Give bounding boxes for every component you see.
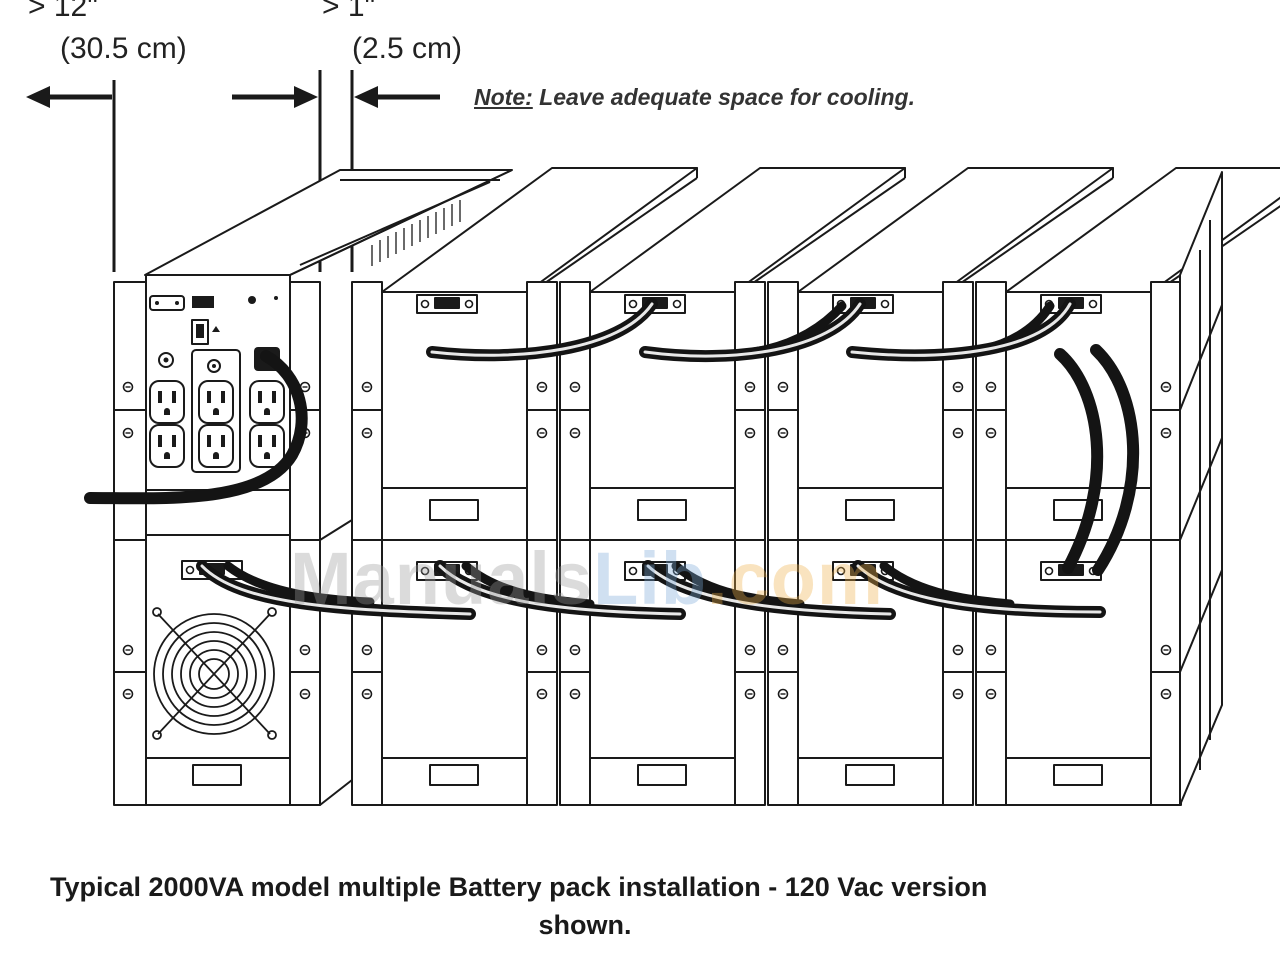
screw-icon [569, 688, 581, 700]
cable [223, 561, 375, 607]
outlet-icon [249, 424, 285, 468]
fan-grille-icon [152, 607, 277, 740]
arrow-left-icon [26, 86, 50, 108]
screw-icon [569, 381, 581, 393]
left-clearance-cm: (30.5 cm) [60, 32, 187, 65]
screw-icon [361, 427, 373, 439]
screw-icon [536, 381, 548, 393]
screw-icon [569, 644, 581, 656]
screw-icon [985, 427, 997, 439]
screw-icon [952, 381, 964, 393]
switch-icon [191, 319, 220, 345]
screw-icon [299, 644, 311, 656]
screw-icon [985, 688, 997, 700]
outlet-icon [249, 380, 285, 424]
outlet-icon [149, 424, 185, 468]
screw-icon [1160, 688, 1172, 700]
screw-icon [744, 427, 756, 439]
screw-icon [777, 381, 789, 393]
screw-icon [744, 644, 756, 656]
caption-line-1: Typical 2000VA model multiple Battery pa… [50, 872, 988, 902]
screw-icon [536, 688, 548, 700]
screw-icon [361, 688, 373, 700]
battery-pack-column [559, 167, 906, 806]
screw-icon [122, 427, 134, 439]
screw-icon [122, 688, 134, 700]
screw-icon [361, 644, 373, 656]
figure-caption: Typical 2000VA model multiple Battery pa… [40, 868, 1190, 944]
note-text: Leave adequate space for cooling. [532, 84, 915, 110]
ups-input-cable [84, 350, 308, 505]
connector-icon [416, 294, 478, 314]
cable [1054, 348, 1104, 574]
screw-icon [777, 644, 789, 656]
screw-icon [299, 688, 311, 700]
cable [461, 561, 595, 609]
screw-icon [777, 688, 789, 700]
screw-icon [744, 381, 756, 393]
screw-icon [122, 644, 134, 656]
watermark: ManualsLib.com [290, 536, 884, 621]
screw-icon [536, 644, 548, 656]
screw-icon [1160, 381, 1172, 393]
screw-icon [952, 644, 964, 656]
caption-line-2: shown. [538, 910, 632, 940]
arrow-left-icon [354, 86, 378, 108]
cable [1090, 344, 1139, 576]
screw-icon [1160, 427, 1172, 439]
screw-icon [744, 688, 756, 700]
cable [879, 561, 1015, 609]
serial-port-icon [149, 295, 185, 311]
stack-side [1179, 171, 1223, 806]
screw-icon [777, 427, 789, 439]
screw-icon [536, 427, 548, 439]
screw-icon [985, 381, 997, 393]
watermark-part3: .com [707, 537, 884, 620]
cooling-note: Note: Leave adequate space for cooling. [474, 84, 915, 111]
watermark-part2: Lib [593, 537, 708, 620]
screw-icon [952, 688, 964, 700]
cable [671, 561, 805, 609]
outlet-icon [198, 424, 234, 468]
watermark-part1: Manuals [290, 537, 594, 620]
left-clearance-inches: > 12" [28, 0, 98, 23]
arrow-right-icon [294, 86, 318, 108]
screw-icon [985, 644, 997, 656]
outlet-icon [198, 380, 234, 424]
installation-diagram [26, 70, 1280, 806]
ups-outlets [149, 380, 285, 468]
screw-icon [952, 427, 964, 439]
right-clearance-inches: > 1" [322, 0, 376, 23]
note-label: Note: [474, 84, 533, 110]
screw-icon [361, 381, 373, 393]
battery-packs [351, 167, 1280, 806]
screw-icon [122, 381, 134, 393]
screw-icon [569, 427, 581, 439]
screw-icon [1160, 644, 1172, 656]
outlet-icon [149, 380, 185, 424]
right-clearance-cm: (2.5 cm) [352, 32, 463, 65]
